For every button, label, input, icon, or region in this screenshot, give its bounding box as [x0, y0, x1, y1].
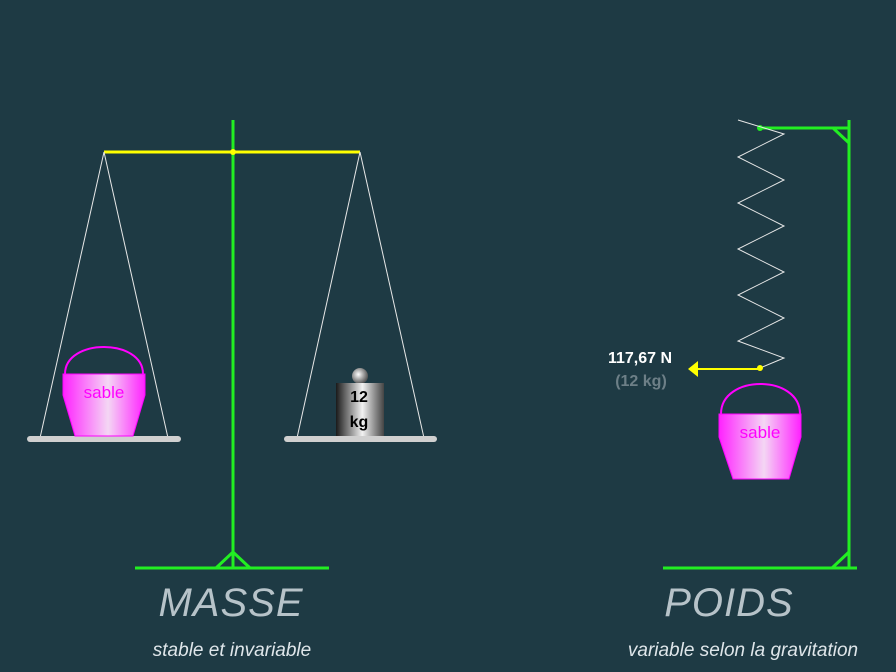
kg-weight: 12 kg: [336, 368, 384, 436]
left-pan-string: [103, 151, 169, 439]
weight-unit: kg: [350, 414, 369, 431]
right-pan-string: [296, 151, 361, 439]
masse-title: MASSE: [158, 581, 303, 625]
right-pan-string: [359, 151, 425, 439]
beam-pivot: [230, 149, 236, 155]
spring: [736, 119, 786, 369]
sand-bucket-right: sable: [718, 383, 802, 480]
spring-scale: 117,67 N (12 kg) sable: [608, 119, 857, 570]
stand-foot: [830, 550, 851, 570]
masse-subtitle: stable et invariable: [153, 640, 311, 661]
weight-knob: [352, 368, 368, 384]
left-pan-string: [39, 151, 105, 439]
force-arrow-head: [688, 361, 698, 377]
balance-scale: sable 12 kg: [27, 120, 437, 570]
mass-reading: (12 kg): [615, 373, 667, 390]
force-reading: 117,67 N: [608, 350, 672, 367]
bucket-label-left: sable: [84, 383, 125, 402]
weight-value: 12: [350, 389, 368, 406]
poids-subtitle: variable selon la gravitation: [628, 640, 858, 661]
bucket-label-right: sable: [740, 423, 781, 442]
spring-hook: [757, 365, 763, 371]
poids-title: POIDS: [664, 581, 793, 625]
stand-brace: [831, 126, 851, 145]
sand-bucket-left: sable: [62, 346, 146, 437]
